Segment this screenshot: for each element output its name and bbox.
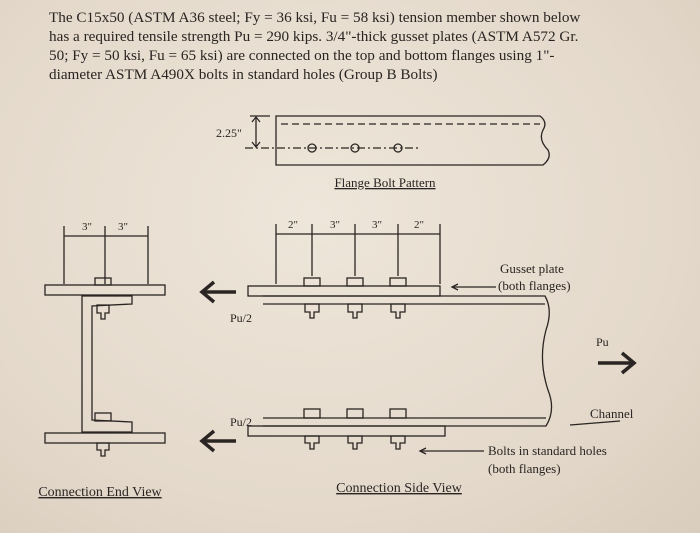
- bolts-label: (both flanges): [488, 461, 561, 476]
- bolt-nut: [94, 412, 112, 422]
- problem-line: The C15x50 (ASTM A36 steel; Fy = 36 ksi,…: [49, 9, 581, 26]
- bolt-nut: [96, 304, 110, 320]
- bolt-hole: [307, 143, 317, 153]
- dim-label: 3": [330, 219, 340, 231]
- gusset-label: (both flanges): [498, 278, 571, 293]
- bolt-hole: [350, 143, 360, 153]
- problem-statement: The C15x50 (ASTM A36 steel; Fy = 36 ksi,…: [49, 8, 669, 84]
- bolt-row: [303, 277, 407, 450]
- connection-side-view: 2" 3" 3" 2" Pu/2 Pu/2 Pu Gu: [199, 219, 637, 496]
- gusset-plate-top: [247, 285, 441, 297]
- edge-distance-label: 2.25": [216, 126, 242, 140]
- dim-label: 3": [118, 221, 128, 233]
- load-arrow-right: [598, 351, 637, 375]
- dim-label: 2": [288, 219, 298, 231]
- load-label-bottom: Pu/2: [230, 415, 252, 429]
- load-label-top: Pu/2: [230, 311, 252, 325]
- load-arrow-bottom: [199, 429, 236, 453]
- gusset-plate-top: [44, 284, 166, 296]
- end-view-caption: Connection End View: [38, 485, 162, 500]
- load-label-right: Pu: [596, 335, 609, 349]
- dim-label: 3": [372, 219, 382, 231]
- problem-line: diameter ASTM A490X bolts in standard ho…: [49, 66, 438, 83]
- side-view-caption: Connection Side View: [336, 481, 463, 496]
- flange-bolt-pattern: 2.25" Flange Bolt Pattern: [216, 115, 550, 190]
- gusset-plate-bottom: [44, 432, 166, 444]
- gusset-label: Gusset plate: [500, 261, 564, 276]
- connection-end-view: 3" 3" Connection End View: [38, 221, 166, 500]
- bolts-label: Bolts in standard holes: [488, 443, 607, 458]
- problem-line: 50; Fy = 50 ksi, Fu = 65 ksi) are connec…: [49, 47, 555, 64]
- dim-label: 2": [414, 219, 424, 231]
- gusset-plate-bottom: [247, 425, 446, 437]
- channel-section: [81, 295, 133, 433]
- flange-pattern-caption: Flange Bolt Pattern: [334, 175, 436, 190]
- channel-label: Channel: [590, 406, 634, 421]
- bolt-hole: [393, 143, 403, 153]
- problem-line: has a required tensile strength Pu = 290…: [49, 28, 579, 45]
- bolt-head: [96, 442, 110, 457]
- bolt-head: [94, 277, 112, 286]
- dim-label: 3": [82, 221, 92, 233]
- channel-side: [263, 295, 553, 427]
- load-arrow-top: [199, 280, 236, 304]
